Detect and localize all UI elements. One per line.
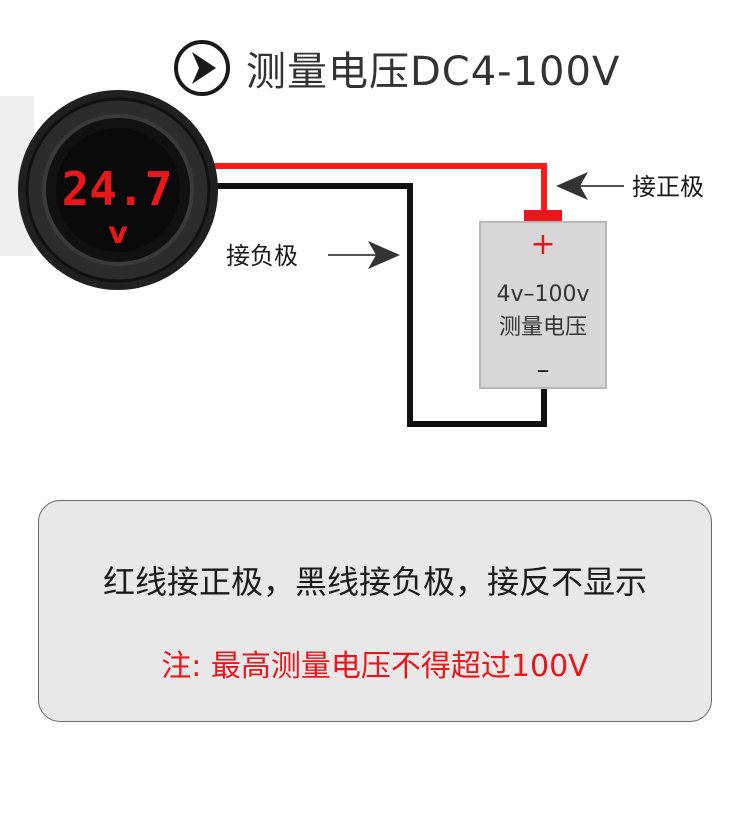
positive-label: 接正极 (632, 173, 704, 201)
battery-caption: 测量电压 (499, 315, 587, 340)
battery-minus: – (537, 355, 550, 385)
negative-label: 接负极 (226, 242, 298, 270)
wiring-instruction: 红线接正极，黑线接负极，接反不显示 (102, 563, 647, 601)
page-title: 测量电压DC4-100V (246, 49, 621, 95)
header: 测量电压DC4-100V (172, 38, 620, 98)
battery: + 4v–100v 测量电压 – (479, 210, 607, 389)
wiring-diagram: 24.7 v + 4v–100v 测量电压 – 接正极 接负极 (0, 90, 704, 427)
meter-unit: v (108, 216, 128, 251)
play-circle-icon (174, 40, 230, 96)
positive-pointer (556, 172, 624, 200)
negative-pointer (328, 241, 400, 269)
positive-wire (200, 163, 547, 212)
meter-reading: 24.7 (62, 162, 173, 216)
battery-range: 4v–100v (496, 282, 589, 307)
voltage-warning: 注: 最高测量电压不得超过100V (161, 649, 589, 684)
note-box: 红线接正极，黑线接负极，接反不显示 注: 最高测量电压不得超过100V (38, 500, 712, 722)
voltmeter: 24.7 v (0, 90, 218, 290)
negative-wire (200, 183, 547, 427)
battery-plus: + (530, 227, 555, 262)
